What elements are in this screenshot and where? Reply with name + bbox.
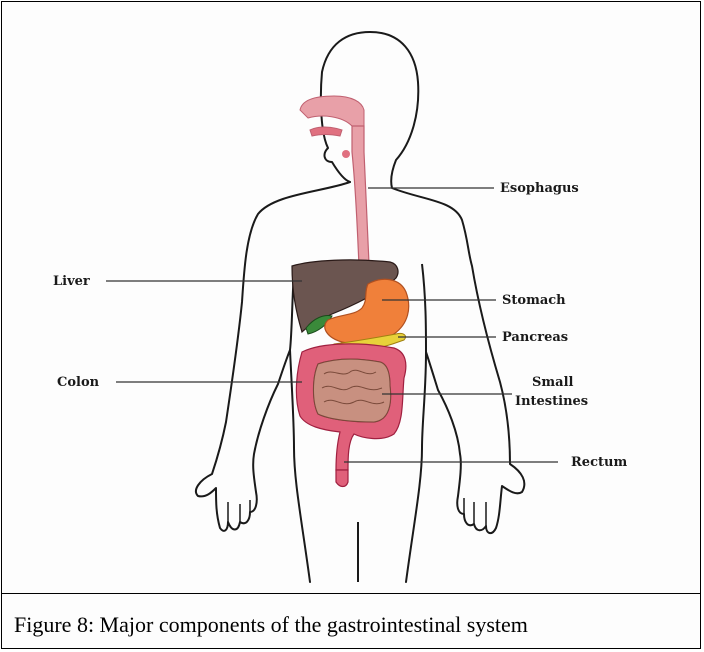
gastrointestinal-diagram: Esophagus Liver Stomach Pancreas Colon S… — [2, 2, 702, 592]
esophagus-label: Esophagus — [500, 181, 579, 196]
figure-caption: Figure 8: Major components of the gastro… — [14, 612, 528, 638]
small-intestines-label-line2: Intestines — [515, 394, 588, 409]
rectum-label: Rectum — [571, 455, 627, 470]
caption-divider — [2, 593, 700, 594]
liver-label: Liver — [53, 274, 90, 289]
pharynx-dot — [342, 150, 350, 158]
right-arm-inner — [422, 264, 426, 352]
mouth — [310, 127, 342, 136]
rectum — [336, 470, 348, 487]
nasal-cavity — [300, 96, 364, 126]
right-hand-fingers — [464, 498, 486, 526]
colon-label: Colon — [57, 375, 100, 390]
stomach-label: Stomach — [502, 293, 566, 308]
small-intestines — [314, 359, 391, 422]
left-hand-fingers — [228, 500, 250, 522]
pancreas-label: Pancreas — [502, 330, 568, 345]
small-intestines-label-line1: Small — [532, 375, 574, 390]
